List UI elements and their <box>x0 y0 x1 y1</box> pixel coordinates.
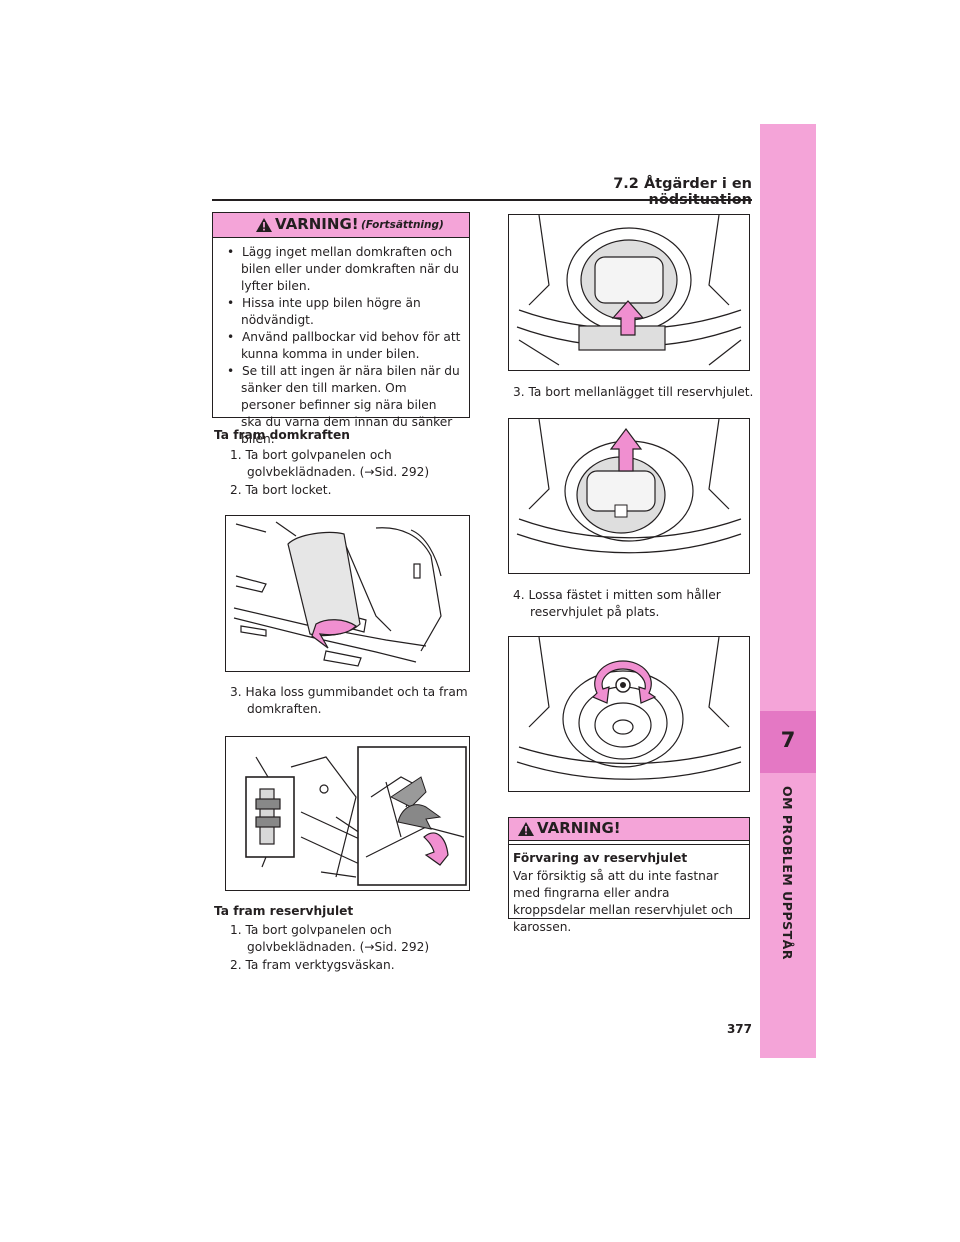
spacer-illustration <box>516 419 742 554</box>
chapter-title: OM PROBLEM UPPSTÅR <box>780 786 795 960</box>
spare-heading: Ta fram reservhjulet <box>214 904 354 918</box>
warning-triangle-icon <box>256 218 272 232</box>
figure-spacer <box>508 418 750 574</box>
jack-heading: Ta fram domkraften <box>214 428 350 442</box>
jack-step-2: 2. Ta bort locket. <box>230 483 332 497</box>
figure-remove-jack <box>225 736 470 891</box>
jack-step-3: 3. Haka loss gummibandet och ta fram dom… <box>230 685 468 716</box>
figure-center-bolt <box>508 636 750 792</box>
spare-step-3: 3. Ta bort mellanlägget till reservhjule… <box>513 385 754 399</box>
list-item: • Se till att ingen är nära bilen när du… <box>227 364 460 446</box>
chapter-title-vertical: OM PROBLEM UPPSTÅR <box>760 786 816 1046</box>
header-rule <box>212 199 752 201</box>
list-item: • Hissa inte upp bilen högre än nödvändi… <box>227 296 421 327</box>
warning-storage-heading: Förvaring av reservhjulet <box>513 851 688 865</box>
center-bolt-illustration <box>516 637 742 780</box>
figure-tool-bag <box>508 214 750 371</box>
spare-step-2: 2. Ta fram verktygsväskan. <box>230 958 395 972</box>
warning-box-storage: VARNING! Förvaring av reservhjulet Var f… <box>508 817 750 934</box>
tool-bag-illustration <box>516 215 742 366</box>
warning-triangle-icon <box>518 822 534 836</box>
warning-header: VARNING! <box>509 817 749 841</box>
warning-header: VARNING! (Fortsättning) <box>213 213 469 238</box>
warning-title: VARNING! <box>275 215 359 233</box>
list-item: • Lägg inget mellan domkraften och bilen… <box>227 245 459 293</box>
chapter-side-tab <box>760 124 816 1058</box>
warning-bullet-list: • Lägg inget mellan domkraften och bilen… <box>213 238 469 448</box>
warning-subtitle: (Fortsättning) <box>361 219 444 231</box>
warning-storage-body: Var försiktig så att du inte fastnar med… <box>513 869 733 934</box>
chapter-number-block <box>760 711 816 773</box>
warning-title: VARNING! <box>537 819 621 837</box>
jack-illustration <box>245 746 467 886</box>
jack-step-1: 1. Ta bort golvpanelen och golvbeklädnad… <box>230 448 430 479</box>
warning-header-rule <box>509 841 749 845</box>
spare-step-4: 4. Lossa fästet i mitten som håller rese… <box>513 588 721 619</box>
spare-step-1: 1. Ta bort golvpanelen och golvbeklädnad… <box>230 923 430 954</box>
list-item: • Använd pallbockar vid behov för att ku… <box>227 330 461 361</box>
section-title: 7.2 Åtgärder i en nödsituation <box>613 176 752 208</box>
page-number: 377 <box>726 1022 752 1036</box>
warning-box-continued: VARNING! (Fortsättning) • Lägg inget mel… <box>212 212 470 446</box>
figure-remove-lid <box>225 515 470 672</box>
lid-illustration <box>233 521 442 667</box>
chapter-number: 7 <box>780 728 796 752</box>
